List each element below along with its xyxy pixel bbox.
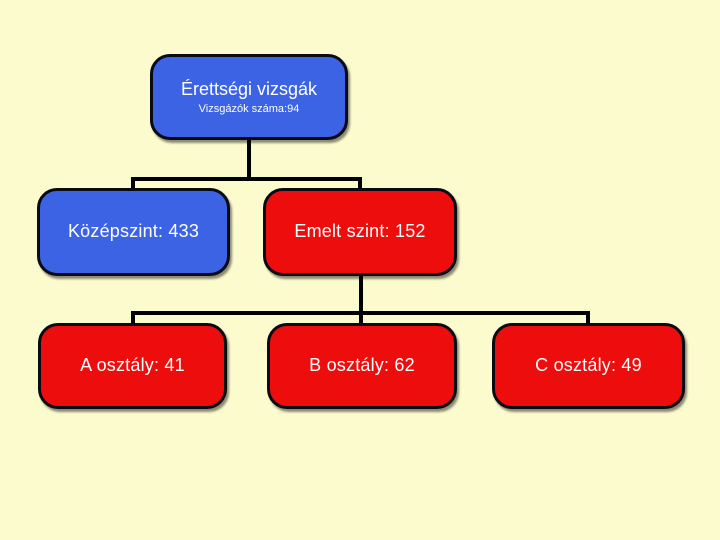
root-node-erettsegi-vizsgak: Érettségi vizsgák Vizsgázók száma:94 <box>150 54 348 140</box>
root-node-subtitle: Vizsgázók száma:94 <box>198 103 300 116</box>
root-node-title: Érettségi vizsgák <box>180 78 318 99</box>
node-emelt-szint: Emelt szint: 152 <box>263 188 457 276</box>
connector-level2-horizontal <box>131 177 362 181</box>
node-b-osztaly-label: B osztály: 62 <box>309 355 415 376</box>
node-a-osztaly-label: A osztály: 41 <box>80 355 185 376</box>
node-emelt-szint-label: Emelt szint: 152 <box>294 221 426 242</box>
node-b-osztaly: B osztály: 62 <box>267 323 457 409</box>
node-kozepszint: Középszint: 433 <box>37 188 230 276</box>
connector-root-vertical <box>247 140 251 179</box>
node-c-osztaly-label: C osztály: 49 <box>535 355 642 376</box>
node-kozepszint-label: Középszint: 433 <box>67 221 200 242</box>
connector-stub-emelt <box>358 177 362 191</box>
connector-stub-b-osztaly <box>359 311 363 326</box>
node-c-osztaly: C osztály: 49 <box>492 323 685 409</box>
node-a-osztaly: A osztály: 41 <box>38 323 227 409</box>
connector-emelt-vertical <box>359 276 363 315</box>
connector-stub-kozepszint <box>131 177 135 191</box>
connector-stub-c-osztaly <box>586 311 590 326</box>
connector-stub-a-osztaly <box>131 311 135 326</box>
